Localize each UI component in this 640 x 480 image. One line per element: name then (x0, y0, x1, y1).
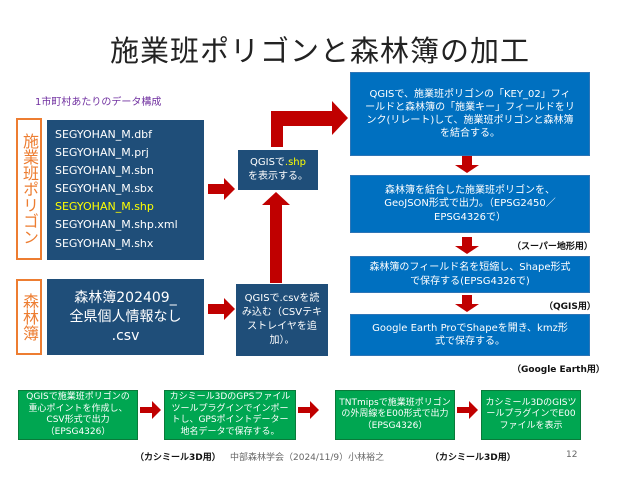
step-join-text: QGISで、施業班ポリゴンの「KEY_02」フィールドと森林簿の「施業キー」フィ… (365, 88, 575, 140)
csv-line-3: .csv (111, 327, 140, 344)
bottom-step-gps-import: カシミール3DのGPSファイルツールプラグインでインポートし、GPSポイントデー… (164, 390, 296, 440)
footer-text: 中部森林学会（2024/11/9）小林裕之 (230, 453, 385, 463)
arrow-down-icon (455, 295, 479, 312)
polygon-label-text: 施業班ポリゴン (20, 133, 39, 245)
step-geojson: 森林簿を結合した施業班ポリゴンを、GeoJSON形式で出力。（EPSG2450／… (350, 175, 590, 233)
file-item: SEGYOHAN_M.shx (55, 236, 154, 250)
step-shape: 森林簿のフィールド名を短縮し、Shape形式で保存する(EPSG4326で) (350, 256, 590, 293)
step-kmz: Google Earth ProでShapeを開き、kmz形式で保存する。 (350, 314, 590, 356)
bottom-step-e00: カシミール3DのGISツールプラグインでE00ファイルを表示 (481, 390, 581, 440)
file-item: SEGYOHAN_M.shp.xml (55, 218, 178, 232)
qgis-shp-suffix: を表示する。 (248, 171, 308, 182)
forest-label: 森林簿 (16, 279, 42, 355)
file-item-highlighted: SEGYOHAN_M.shp (55, 200, 154, 214)
qgis-shp-box: QGISで.shp を表示する。 (238, 150, 318, 190)
step-geojson-text: 森林簿を結合した施業班ポリゴンを、GeoJSON形式で出力。（EPSG2450／… (384, 185, 556, 223)
arrow-bent-icon (271, 101, 348, 147)
arrow-right-icon (208, 178, 235, 200)
note-kashmir-1: （カシミール3D用） (135, 453, 221, 463)
arrow-down-icon (455, 156, 479, 173)
csv-file-box: 森林簿202409_ 全県個人情報なし .csv (47, 279, 204, 355)
file-item: SEGYOHAN_M.dbf (55, 128, 153, 141)
subtitle: 1市町村あたりのデータ構成 (35, 97, 162, 108)
note-google: （Google Earth用） (512, 365, 605, 375)
qgis-shp-ext: .shp (284, 157, 306, 168)
qgis-csv-text: QGISで.csvを読み込む（CSVテキストレイヤを追加）。 (241, 293, 323, 346)
bottom-step-gps-import-text: カシミール3DのGPSファイルツールプラグインでインポートし、GPSポイントデー… (169, 392, 291, 437)
page-number: 12 (566, 450, 578, 460)
polygon-label: 施業班ポリゴン (16, 118, 42, 260)
step-join: QGISで、施業班ポリゴンの「KEY_02」フィールドと森林簿の「施業キー」フィ… (350, 72, 590, 156)
bottom-step-tntmips-text: TNTmipsで施業班ポリゴンの外周線をE00形式で出力（EPSG4326） (339, 397, 451, 431)
arrow-right-icon (208, 298, 235, 320)
file-item: SEGYOHAN_M.sbx (55, 182, 154, 196)
arrow-right-icon (140, 401, 161, 419)
arrow-right-icon (298, 401, 319, 419)
note-supermap: （スーパー地形用） (512, 242, 593, 252)
bottom-step-centroid-text: QGISで施業班ポリゴンの重心ポイントを作成し、CSV形式で出力（EPSG432… (26, 392, 130, 437)
qgis-csv-box: QGISで.csvを読み込む（CSVテキストレイヤを追加）。 (236, 284, 328, 356)
arrow-up-icon (262, 192, 290, 283)
bottom-step-e00-text: カシミール3DのGISツールプラグインでE00ファイルを表示 (485, 397, 577, 431)
arrow-down-icon (455, 237, 479, 254)
note-qgis: （QGIS用） (544, 302, 596, 312)
arrow-right-icon (457, 401, 478, 419)
file-item: SEGYOHAN_M.prj (55, 146, 149, 160)
bottom-step-tntmips: TNTmipsで施業班ポリゴンの外周線をE00形式で出力（EPSG4326） (335, 390, 455, 440)
slide-title: 施業班ポリゴンと森林簿の加工 (109, 34, 530, 68)
file-item: SEGYOHAN_M.sbn (55, 164, 154, 178)
step-shape-text: 森林簿のフィールド名を短縮し、Shape形式で保存する(EPSG4326で) (369, 262, 571, 287)
qgis-shp-prefix: QGISで (250, 157, 285, 168)
csv-line-2: 全県個人情報なし (69, 308, 182, 325)
csv-line-1: 森林簿202409_ (74, 289, 177, 306)
step-kmz-text: Google Earth ProでShapeを開き、kmz形式で保存する。 (372, 322, 568, 347)
note-kashmir-2: （カシミール3D用） (430, 453, 516, 463)
bottom-step-centroid: QGISで施業班ポリゴンの重心ポイントを作成し、CSV形式で出力（EPSG432… (18, 390, 138, 440)
forest-label-text: 森林簿 (20, 293, 39, 341)
shapefile-list: SEGYOHAN_M.dbf SEGYOHAN_M.prj SEGYOHAN_M… (47, 120, 204, 260)
